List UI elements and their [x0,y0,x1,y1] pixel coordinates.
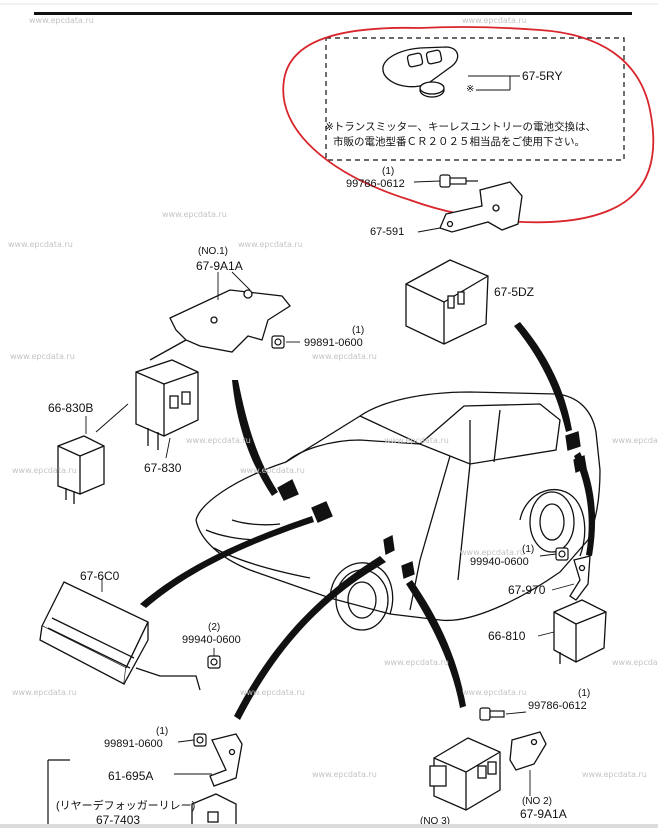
relay-67-830 [135,359,199,450]
bracket-61-695a [209,733,243,787]
bolt-99786-top [439,174,478,188]
header-rule [34,12,632,15]
leader-lines [85,180,575,796]
label-67-5dz: 67-5DZ [494,285,535,299]
label-66-810: 66-810 [488,629,526,643]
watermark: www.epcdata.ru [162,210,227,219]
watermark: www.epcdata.ru [12,688,77,697]
label-67-5ry: 67-5RY [522,69,563,83]
car-body [195,391,601,631]
label-rear-defogger-relay: (リヤーデフォッガーリレー) [56,800,196,812]
watermark: www.epcdata.ru [612,658,658,667]
nut-99891-top [271,335,285,349]
nut-99940-left [207,655,221,669]
remote-dashed-box [325,37,625,161]
qty-99891-top: (1) [352,325,365,336]
bolt-99786-bottom [479,707,505,721]
label-67-9a1a-bottom: 67-9A1A [520,807,567,821]
label-99891-bottom: 99891-0600 [104,738,163,750]
watermark: www.epcdata.ru [460,548,525,557]
label-99786-top: 99786-0612 [346,178,405,190]
remote-key-fob [382,46,459,88]
relay-66-810 [553,599,607,664]
watermark: www.epcdata.ru [462,688,527,697]
watermark: www.epcdata.ru [582,770,647,779]
label-67-830: 67-830 [144,461,182,475]
watermark: www.epcdata.ru [10,352,75,361]
relay-67-7403 [191,793,237,828]
label-99786-bottom: 99786-0612 [528,700,587,712]
no3-label: (NO 3) [420,816,450,827]
battery-note: ※トランスミッター、キーレスユントリーの電池交換は、 市販の電池型番ＣＲ２０２５… [325,120,625,150]
label-66-830b: 66-830B [48,401,94,415]
watermark: www.epcdata.ru [312,352,377,361]
bottom-scroll-edge [0,824,658,828]
no2-label: (NO 2) [522,796,552,807]
relay-66-830b [57,435,105,504]
relay-no3 [429,737,501,811]
label-67-6c0: 67-6C0 [80,569,120,583]
reference-mark: ※ [466,84,475,95]
relay-bracket-no1 [149,289,291,361]
label-67-7403: 67-7403 [96,813,141,827]
label-67-591: 67-591 [370,226,405,238]
bracket-no2 [509,731,547,771]
watermark: www.epcdata.ru [29,16,94,25]
bracket-67-591 [439,181,523,233]
watermark: www.epcdata.ru [612,436,658,445]
qty-99891-bottom: (1) [156,726,169,737]
label-99940-right: 99940-0600 [470,556,529,568]
keyless-module-67-5dz [405,259,489,345]
label-99940-left: 99940-0600 [182,634,241,646]
watermark: www.epcdata.ru [238,240,303,249]
qty-99786-top: (1) [382,166,395,177]
battery-note-line2: 市販の電池型番ＣＲ２０２５相当品をご使用下さい。 [333,136,585,148]
control-unit-67-6c0 [39,581,201,691]
label-99891-top: 99891-0600 [304,337,363,349]
qty-99940-left: (2) [208,622,221,633]
qty-99786-bottom: (1) [578,688,591,699]
watermark: www.epcdata.ru [8,240,73,249]
battery-note-line1: ※トランスミッター、キーレスユントリーの電池交換は、 [325,121,596,133]
watermark: www.epcdata.ru [384,658,449,667]
pointer-swooshes [140,322,596,720]
watermark: www.epcdata.ru [12,466,77,475]
label-67-970: 67-970 [508,583,546,597]
red-highlight-ring [282,26,655,224]
battery-coin [419,81,445,98]
watermark: www.epcdata.ru [462,16,527,25]
watermark: www.epcdata.ru [240,466,305,475]
qty-99940-right: (1) [522,544,535,555]
watermark: www.epcdata.ru [312,770,377,779]
no1-label: (NO.1) [198,246,228,257]
nut-99891-bottom [193,733,207,747]
nut-99940-right [555,547,569,561]
label-67-9a1a-top: 67-9A1A [196,259,243,273]
watermark: www.epcdata.ru [186,436,251,445]
watermark: www.epcdata.ru [240,688,305,697]
watermark: www.epcdata.ru [384,436,449,445]
label-61-695a: 61-695A [108,769,154,783]
bracket-67-970 [569,555,591,601]
